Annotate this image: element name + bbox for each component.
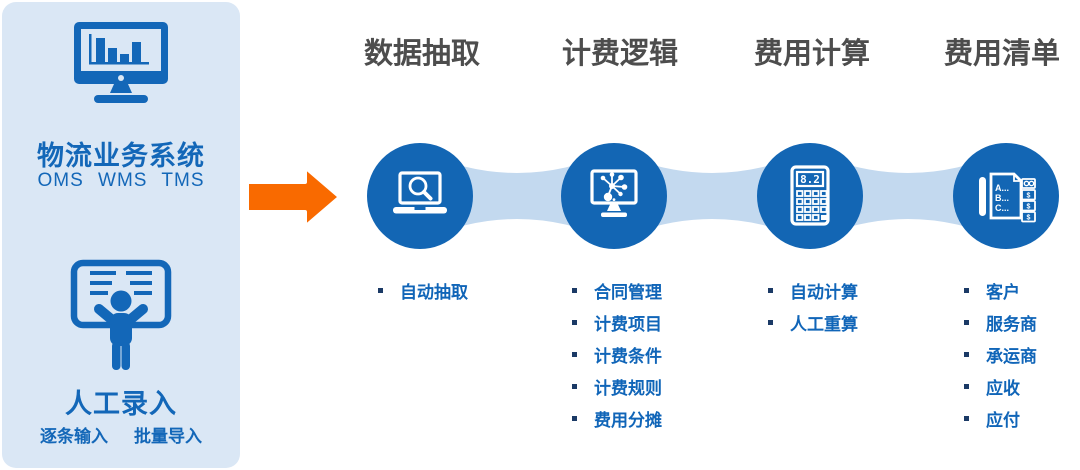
list-item: 费用分摊	[572, 402, 662, 434]
invoice-list-icon: A... B... C... $ $ $	[979, 172, 1036, 223]
svg-text:C...: C...	[995, 203, 1009, 213]
panel-top-subtitle: OMS WMS TMS	[37, 170, 205, 191]
monitor-bar-chart-icon	[2, 20, 240, 112]
list-item: 服务商	[964, 306, 1037, 338]
step-circle-fee-calculation: 8.2	[757, 143, 863, 249]
list-item: 客户	[964, 274, 1037, 306]
list-item: 人工重算	[768, 306, 858, 338]
bullet-square	[964, 287, 969, 293]
calculator-icon: 8.2	[790, 165, 830, 226]
person-board-icon	[2, 258, 240, 374]
step-list-billing-logic: 合同管理 计费项目 计费条件 计费规则 费用分摊	[572, 274, 662, 434]
list-item: 自动计算	[768, 274, 858, 306]
bullet-square	[572, 383, 577, 389]
entry-mode-label: 批量导入	[134, 427, 202, 446]
entry-mode-label: 逐条输入	[40, 427, 108, 446]
step-list-fee-list: 客户 服务商 承运商 应收 应付	[964, 274, 1037, 434]
list-item: 应收	[964, 370, 1037, 402]
monitor-network-icon	[590, 169, 638, 217]
svg-text:$: $	[1027, 204, 1031, 211]
panel-top-title: 物流业务系统	[37, 141, 205, 171]
svg-text:$: $	[1027, 215, 1031, 222]
step-title-data-extraction: 数据抽取	[363, 38, 481, 70]
bullet-square	[572, 319, 577, 325]
list-item: 合同管理	[572, 274, 662, 306]
step-circle-fee-list: A... B... C... $ $ $	[953, 143, 1059, 249]
step-list-data-extraction: 自动抽取	[378, 274, 468, 306]
bullet-square	[768, 287, 773, 293]
list-item: 自动抽取	[378, 274, 468, 306]
step-title-billing-logic: 计费逻辑	[561, 38, 679, 70]
svg-text:B...: B...	[995, 193, 1009, 203]
bullet-square	[572, 415, 577, 421]
panel-bottom-title: 人工录入	[65, 389, 177, 419]
bullet-square	[378, 287, 383, 293]
list-item: 应付	[964, 402, 1037, 434]
bullet-square	[964, 383, 969, 389]
entry-modes: 逐条输入 批量导入	[2, 422, 240, 447]
svg-text:A...: A...	[995, 183, 1009, 193]
step-list-fee-calculation: 自动计算 人工重算	[768, 274, 858, 338]
laptop-search-icon	[393, 171, 447, 214]
bullet-square	[768, 319, 773, 325]
bullet-square	[964, 415, 969, 421]
bullet-square	[572, 287, 577, 293]
list-item: 计费条件	[572, 338, 662, 370]
right-arrow-icon	[243, 159, 345, 240]
step-title-fee-list: 费用清单	[943, 38, 1061, 70]
list-item: 计费规则	[572, 370, 662, 402]
svg-text:$: $	[1027, 193, 1031, 200]
bullet-square	[572, 351, 577, 357]
step-title-fee-calculation: 费用计算	[753, 38, 871, 70]
step-circle-data-extraction	[367, 143, 473, 249]
bullet-square	[964, 351, 969, 357]
list-item: 承运商	[964, 338, 1037, 370]
svg-text:8.2: 8.2	[800, 173, 820, 186]
step-circle-billing-logic	[561, 143, 667, 249]
list-item: 计费项目	[572, 306, 662, 338]
left-source-panel: 物流业务系统 OMS WMS TMS 人工录入	[2, 2, 240, 468]
bullet-square	[964, 319, 969, 325]
